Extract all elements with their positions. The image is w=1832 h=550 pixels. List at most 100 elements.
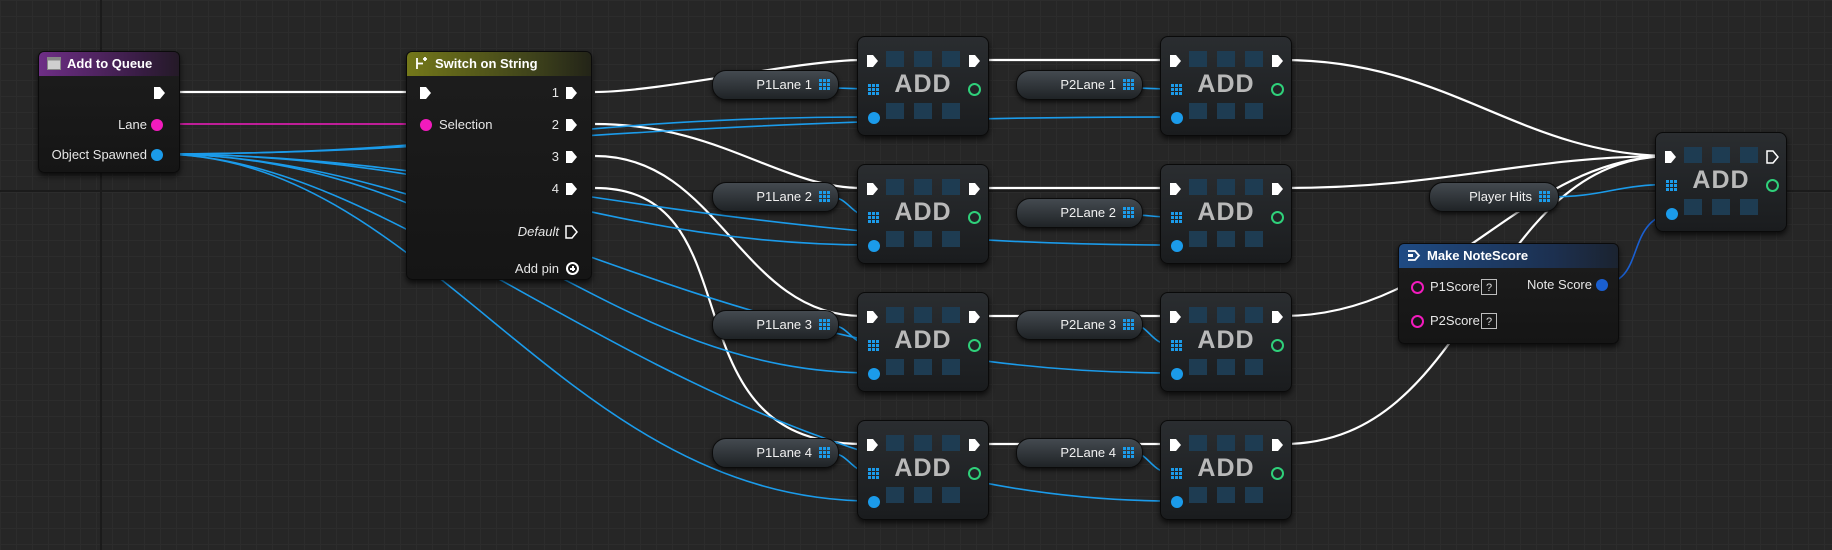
p1score-label: P1Score [1430, 279, 1480, 294]
exec-in-pin[interactable] [1664, 150, 1677, 164]
array-pin-icon[interactable] [1171, 340, 1182, 351]
array-pin-icon[interactable] [1123, 319, 1134, 330]
array-pin-icon[interactable] [1123, 447, 1134, 458]
p2-lane-var[interactable]: P2Lane 3 [1016, 310, 1143, 340]
p2score-value-box[interactable]: ? [1481, 313, 1497, 329]
switch-on-string-header[interactable]: Switch on String [407, 52, 591, 76]
default-exec-pin[interactable] [565, 225, 578, 239]
note-score-pin[interactable] [1596, 279, 1608, 291]
exec-out-pin[interactable] [153, 86, 166, 100]
array-add-node[interactable]: ADD [1160, 292, 1292, 392]
array-add-node[interactable]: ADD [1655, 132, 1787, 232]
case-label: 2 [551, 117, 559, 132]
exec-in-pin[interactable] [1169, 438, 1182, 452]
p1-lane-var[interactable]: P1Lane 1 [712, 70, 839, 100]
item-pin[interactable] [1171, 112, 1183, 124]
item-pin[interactable] [1171, 368, 1183, 380]
add-node-label: ADD [894, 454, 952, 482]
case-exec-pin[interactable] [565, 118, 578, 132]
item-pin[interactable] [1666, 208, 1678, 220]
array-pin-icon[interactable] [1123, 207, 1134, 218]
add-node-icon [886, 51, 960, 119]
array-pin-icon[interactable] [819, 191, 830, 202]
result-pin[interactable] [968, 83, 981, 96]
exec-out-pin[interactable] [1271, 182, 1284, 196]
array-pin-icon[interactable] [1171, 84, 1182, 95]
add-node-icon [886, 179, 960, 247]
add-pin-icon[interactable] [566, 262, 579, 275]
array-add-node[interactable]: ADD [857, 292, 989, 392]
exec-in-pin[interactable] [866, 310, 879, 324]
result-pin[interactable] [1766, 179, 1779, 192]
item-pin[interactable] [1171, 496, 1183, 508]
add-to-queue-header[interactable]: Add to Queue [39, 52, 179, 76]
item-pin[interactable] [1171, 240, 1183, 252]
exec-in-pin[interactable] [1169, 182, 1182, 196]
make-notescore-header[interactable]: Make NoteScore [1399, 244, 1618, 268]
item-pin[interactable] [868, 112, 880, 124]
result-pin[interactable] [1271, 467, 1284, 480]
array-pin-icon[interactable] [1539, 191, 1550, 202]
array-add-node[interactable]: ADD [857, 164, 989, 264]
array-pin-icon[interactable] [819, 79, 830, 90]
array-pin-icon[interactable] [1666, 180, 1677, 191]
item-pin[interactable] [868, 240, 880, 252]
exec-out-pin[interactable] [1271, 310, 1284, 324]
exec-in-pin[interactable] [1169, 54, 1182, 68]
array-pin-icon[interactable] [868, 212, 879, 223]
exec-out-pin[interactable] [968, 310, 981, 324]
p2-lane-var[interactable]: P2Lane 1 [1016, 70, 1143, 100]
exec-in-pin[interactable] [866, 182, 879, 196]
exec-out-pin[interactable] [1271, 438, 1284, 452]
object-spawned-pin[interactable] [151, 149, 163, 161]
p1score-value-box[interactable]: ? [1481, 279, 1497, 295]
make-notescore-node[interactable]: Make NoteScore P1Score ? P2Score ? Note … [1398, 243, 1619, 344]
result-pin[interactable] [1271, 339, 1284, 352]
case-exec-pin[interactable] [565, 150, 578, 164]
array-add-node[interactable]: ADD [857, 420, 989, 520]
item-pin[interactable] [868, 368, 880, 380]
array-add-node[interactable]: ADD [857, 36, 989, 136]
exec-in-pin[interactable] [1169, 310, 1182, 324]
p1-lane-var[interactable]: P1Lane 3 [712, 310, 839, 340]
array-add-node[interactable]: ADD [1160, 36, 1292, 136]
result-pin[interactable] [968, 211, 981, 224]
array-pin-icon[interactable] [868, 340, 879, 351]
p1-lane-var[interactable]: P1Lane 4 [712, 438, 839, 468]
exec-in-pin[interactable] [419, 86, 432, 100]
selection-pin[interactable] [420, 119, 432, 131]
exec-out-pin[interactable] [968, 438, 981, 452]
array-pin-icon[interactable] [819, 319, 830, 330]
array-add-node[interactable]: ADD [1160, 420, 1292, 520]
array-pin-icon[interactable] [819, 447, 830, 458]
result-pin[interactable] [968, 467, 981, 480]
array-add-node[interactable]: ADD [1160, 164, 1292, 264]
p2-lane-var[interactable]: P2Lane 4 [1016, 438, 1143, 468]
exec-in-pin[interactable] [866, 54, 879, 68]
p1score-pin[interactable] [1411, 281, 1424, 294]
array-pin-icon[interactable] [868, 84, 879, 95]
exec-in-pin[interactable] [866, 438, 879, 452]
array-pin-icon[interactable] [868, 468, 879, 479]
player-hits-var[interactable]: Player Hits [1429, 182, 1559, 212]
result-pin[interactable] [1271, 83, 1284, 96]
item-pin[interactable] [868, 496, 880, 508]
exec-out-pin[interactable] [968, 54, 981, 68]
result-pin[interactable] [968, 339, 981, 352]
exec-out-pin[interactable] [968, 182, 981, 196]
case-exec-pin[interactable] [565, 182, 578, 196]
case-exec-pin[interactable] [565, 86, 578, 100]
exec-out-pin[interactable] [1271, 54, 1284, 68]
result-pin[interactable] [1271, 211, 1284, 224]
p2score-pin[interactable] [1411, 315, 1424, 328]
add-to-queue-node[interactable]: Add to Queue Lane Object Spawned [38, 51, 180, 173]
lane-pin[interactable] [151, 119, 163, 131]
p1-lane-var[interactable]: P1Lane 2 [712, 182, 839, 212]
add-pin-label[interactable]: Add pin [514, 261, 559, 276]
p2-lane-var[interactable]: P2Lane 2 [1016, 198, 1143, 228]
switch-on-string-node[interactable]: Switch on String Selection 1 2 3 4 Defau… [406, 51, 592, 280]
array-pin-icon[interactable] [1171, 212, 1182, 223]
array-pin-icon[interactable] [1171, 468, 1182, 479]
exec-out-pin[interactable] [1766, 150, 1779, 164]
array-pin-icon[interactable] [1123, 79, 1134, 90]
